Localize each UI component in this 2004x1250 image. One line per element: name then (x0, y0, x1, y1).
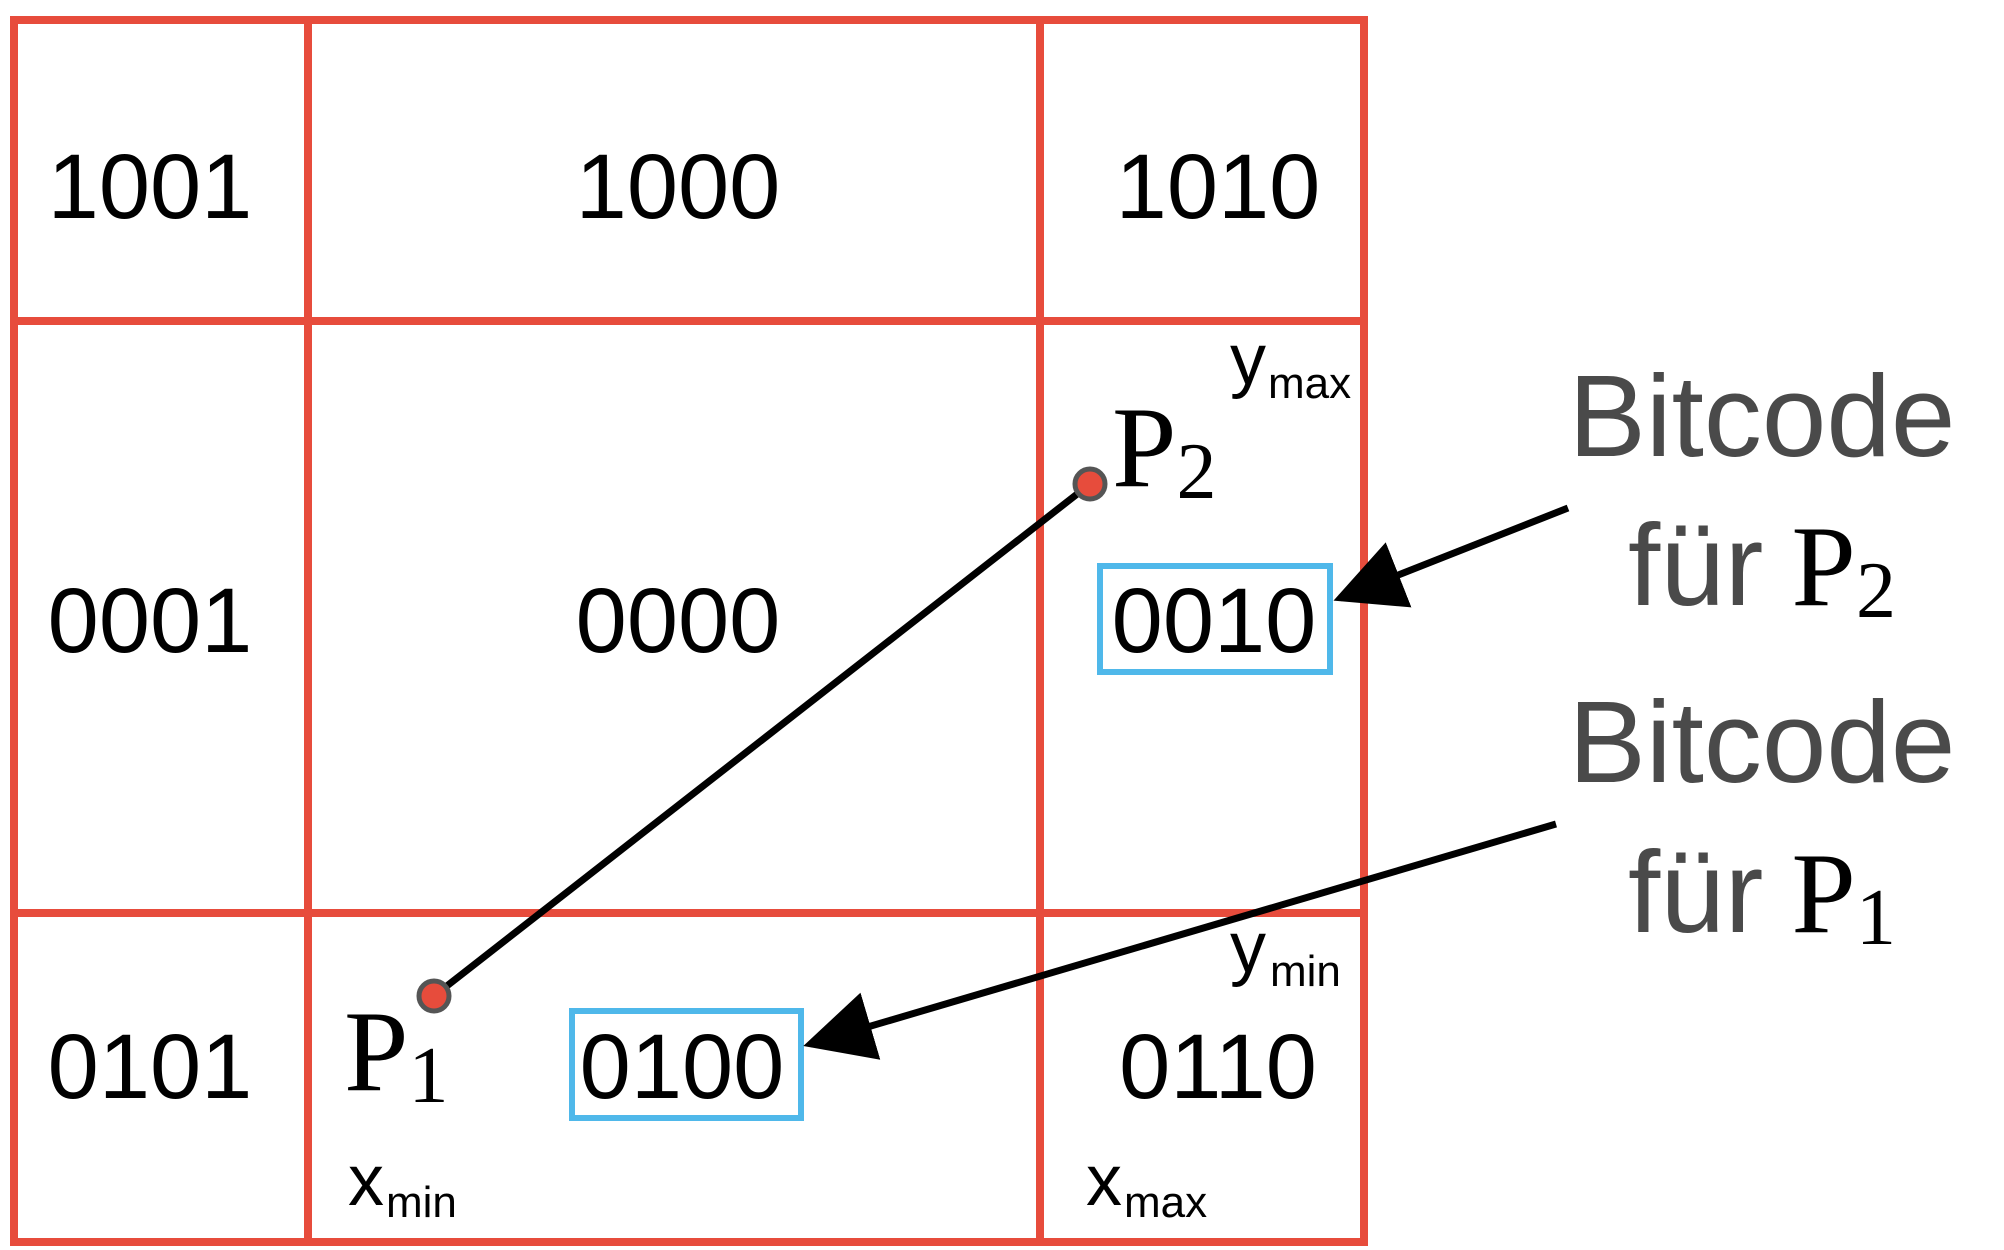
callout-p2-fuer: für (1628, 500, 1763, 630)
boundary-label-y-min: ymin (1230, 908, 1341, 996)
region-grid (10, 16, 1368, 1246)
point-label-p2-index: 2 (1177, 428, 1217, 516)
callout-p1-fuer: für (1628, 827, 1763, 957)
outer-frame (10, 16, 1368, 1246)
callout-p2-index: 2 (1856, 547, 1896, 635)
boundary-label-x-min-sub: min (386, 1178, 457, 1227)
highlight-box-p1-code (569, 1008, 804, 1121)
point-label-p2-letter: P (1112, 384, 1177, 512)
boundary-label-y-max-var: y (1230, 320, 1266, 400)
highlight-box-p2-code (1097, 563, 1333, 675)
region-code-middle-left: 0001 (48, 570, 253, 672)
boundary-label-y-max-sub: max (1268, 359, 1351, 408)
region-code-middle-center: 0000 (576, 570, 781, 672)
callout-p1-arrow (803, 820, 1557, 1060)
region-code-bottom-right: 0110 (1119, 1016, 1317, 1118)
point-label-p1: P1 (344, 988, 449, 1120)
callout-p1-line1: Bitcode (1569, 677, 1956, 807)
boundary-label-x-max-sub: max (1124, 1178, 1207, 1227)
boundary-label-x-max: xmax (1086, 1141, 1207, 1227)
endpoint-p2-dot (1072, 466, 1108, 502)
point-label-p2: P2 (1112, 384, 1217, 516)
boundary-label-x-min-var: x (348, 1141, 384, 1221)
point-label-p1-letter: P (344, 988, 409, 1116)
callout-p2-line1: Bitcode (1569, 351, 1956, 481)
boundary-label-x-min: xmin (348, 1141, 457, 1227)
region-code-top-center: 1000 (576, 136, 781, 238)
region-code-bottom-center: 0100 (580, 1016, 785, 1118)
boundary-label-y-max: ymax (1230, 320, 1351, 408)
boundary-label-x-max-var: x (1086, 1141, 1122, 1221)
region-code-bottom-left: 0101 (48, 1016, 253, 1118)
region-code-top-right: 1010 (1116, 136, 1321, 238)
boundary-label-y-min-sub: min (1270, 947, 1341, 996)
callout-p1-index: 1 (1856, 874, 1896, 962)
region-code-top-left: 1001 (48, 136, 253, 238)
endpoint-p1-dot (416, 978, 452, 1014)
callout-p2-arrow (1333, 504, 1570, 608)
line-segment-p1-p2 (431, 481, 1093, 999)
region-code-middle-right: 0010 (1112, 570, 1317, 672)
callout-p1-letter: P (1791, 830, 1856, 958)
point-label-p1-index: 1 (409, 1032, 449, 1120)
callout-p2-letter: P (1791, 503, 1856, 631)
